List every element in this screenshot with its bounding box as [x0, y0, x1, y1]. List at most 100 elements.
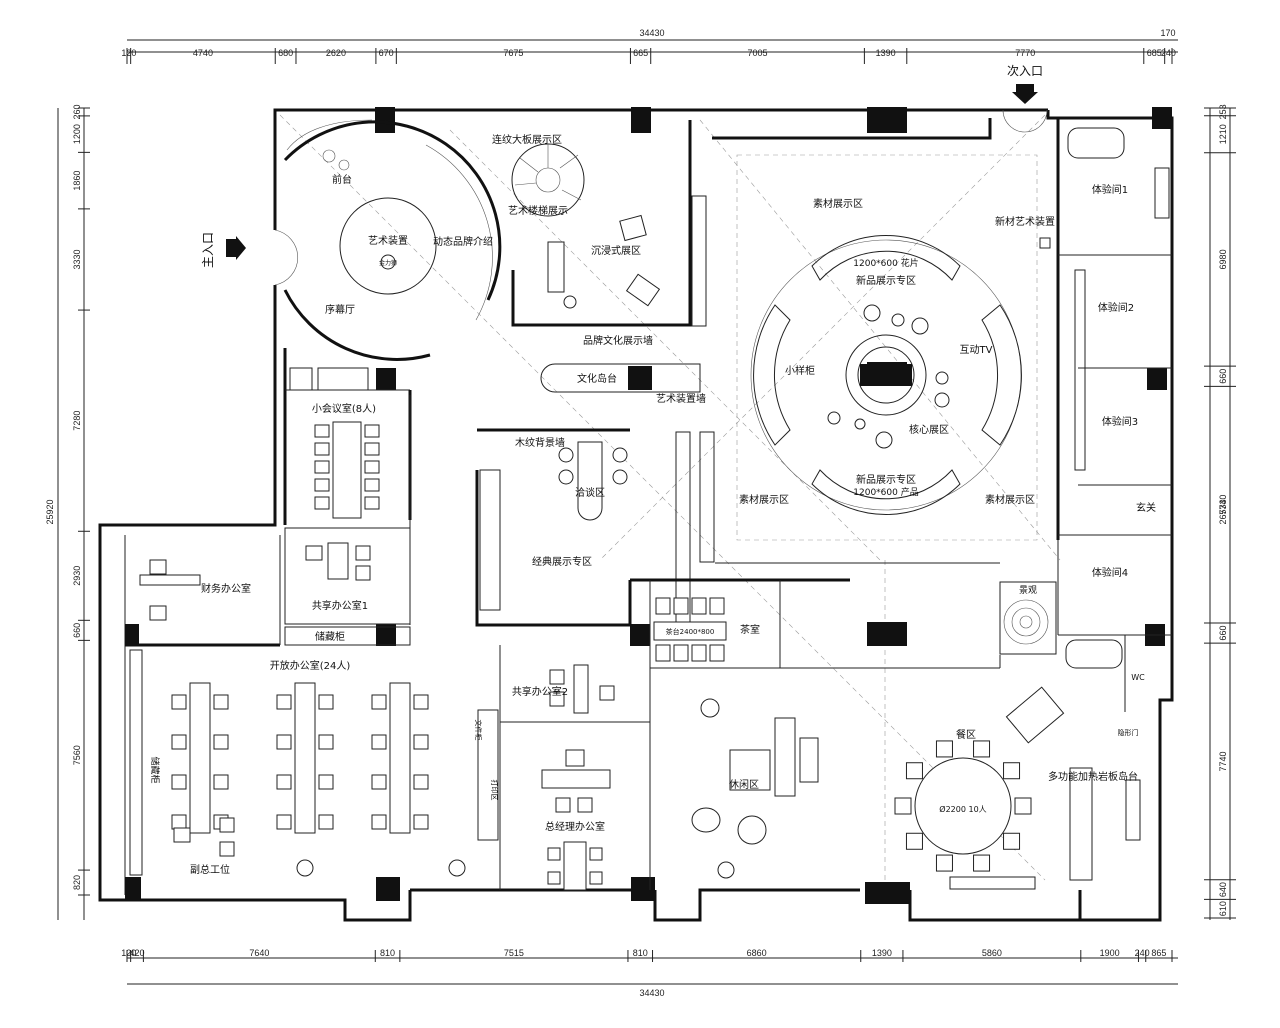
- chair: [276, 774, 292, 790]
- dim-seg: 7770: [1015, 48, 1035, 58]
- label-interactive-tv: 互动TV: [960, 344, 993, 356]
- label-tea-room: 茶室: [740, 623, 760, 636]
- dim-seg: 6860: [747, 948, 767, 958]
- chair: [1003, 762, 1021, 780]
- dim-seg: 2620: [326, 48, 346, 58]
- label-wood-wall: 木纹背景墙: [515, 436, 565, 449]
- desk-cluster: [389, 682, 411, 834]
- chair: [276, 734, 292, 750]
- chair: [318, 694, 334, 710]
- label-hidden-door: 隐形门: [1118, 728, 1139, 737]
- chair: [314, 424, 330, 438]
- dim-seg: 665: [633, 48, 648, 58]
- dim-seg: 120: [121, 48, 136, 58]
- dim-seg: 120: [121, 948, 136, 958]
- dim-seg: 660: [72, 623, 82, 638]
- label-cabinet-a: 文件柜: [474, 720, 483, 741]
- label-immersive: 沉浸式展区: [591, 244, 641, 257]
- tea-room: 茶台2400*800 茶室: [630, 578, 850, 669]
- chair: [371, 734, 387, 750]
- label-art-stair: 艺术楼梯展示: [508, 204, 568, 217]
- label-reception: 前台: [332, 173, 352, 186]
- label-new-top-size: 1200*600 花片: [853, 257, 918, 269]
- chair: [364, 478, 380, 492]
- chair: [276, 694, 292, 710]
- interior-walls: [409, 395, 1001, 669]
- chair: [213, 694, 229, 710]
- shared-office-2: 共享办公室2: [500, 664, 650, 723]
- dim-seg: 820: [72, 875, 82, 890]
- label-shared2: 共享办公室2: [512, 685, 568, 698]
- desk-cluster: [189, 682, 211, 834]
- chair: [318, 734, 334, 750]
- label-sample-cabinet: 小样柜: [785, 364, 815, 377]
- label-material-right: 素材展示区: [985, 493, 1035, 506]
- experience-rooms: 体验间1 体验间2 体验间3 玄关 体验间4 WC: [1056, 118, 1172, 712]
- chair: [973, 854, 991, 872]
- chair: [935, 854, 953, 872]
- chair: [213, 774, 229, 790]
- dim-seg: 7740: [1218, 495, 1228, 515]
- chair: [673, 644, 689, 662]
- dim-bottom-total: 34430: [639, 988, 664, 998]
- chair: [318, 774, 334, 790]
- columns: [125, 107, 1172, 904]
- chair: [935, 740, 953, 758]
- gm-office: 文件柜 打印区 总经理办公室: [474, 709, 611, 891]
- chair: [894, 797, 912, 815]
- main-entrance: 主入口: [201, 229, 299, 286]
- label-dining: 餐区: [956, 728, 976, 741]
- label-island: 多功能加热岩板岛台: [1048, 770, 1138, 783]
- desk-cluster: [294, 682, 316, 834]
- chair: [1014, 797, 1032, 815]
- main-entrance-label: 主入口: [201, 232, 215, 268]
- label-gm-office: 总经理办公室: [545, 820, 605, 833]
- negotiation-area: 木纹背景墙 洽谈区 经典展示专区: [475, 195, 715, 627]
- chair: [709, 597, 725, 615]
- label-landscape: 景观: [1019, 585, 1037, 596]
- core-display-area: 素材展示区 新材艺术装置 1200*600 花片 新品展示专区 小样柜 互动TV…: [712, 118, 1055, 541]
- dim-seg: 660: [1218, 369, 1228, 384]
- dim-seg: 253: [1218, 104, 1228, 119]
- label-material-left: 素材展示区: [739, 493, 789, 506]
- dim-seg: 810: [380, 948, 395, 958]
- chair: [905, 832, 923, 850]
- label-small-meeting: 小会议室(8人): [312, 402, 376, 415]
- prelude-hall: 前台 艺术装置 金力狮 动态品牌介绍 序幕厅: [283, 119, 502, 361]
- chair: [314, 496, 330, 510]
- dim-seg: 3330: [72, 249, 82, 269]
- dim-seg: 5860: [982, 948, 1002, 958]
- secondary-entrance: 次入口: [1002, 64, 1048, 133]
- veneer-stair-area: 连纹大板展示区 艺术楼梯展示 沉浸式展区: [492, 120, 692, 327]
- dim-seg: 7515: [504, 948, 524, 958]
- label-new-bottom: 新品展示专区: [856, 473, 916, 486]
- open-office: 储藏柜 开放办公室(24人) 副总工位: [129, 645, 501, 890]
- label-brand-wall: 品牌文化展示墙: [583, 334, 653, 347]
- chair: [371, 774, 387, 790]
- label-culture-island: 文化岛台: [577, 372, 617, 385]
- dining-area: Ø2200 10人 餐区 多功能加热岩板岛台 隐形门: [894, 686, 1141, 890]
- dim-top-extra: 170: [1160, 28, 1175, 38]
- dim-seg: 260: [72, 104, 82, 119]
- dim-seg: 1390: [872, 948, 892, 958]
- secondary-entrance-label: 次入口: [1007, 64, 1043, 78]
- chair: [673, 597, 689, 615]
- dim-seg: 7640: [249, 948, 269, 958]
- label-negotiation: 洽谈区: [575, 486, 605, 499]
- label-exp1: 体验间1: [1092, 183, 1128, 196]
- chair: [691, 597, 707, 615]
- label-new-art: 新材艺术装置: [995, 215, 1055, 228]
- label-core: 核心展区: [909, 423, 949, 436]
- label-veneer-display: 连纹大板展示区: [492, 133, 562, 146]
- chair: [371, 814, 387, 830]
- chair: [413, 734, 429, 750]
- label-leisure: 休闲区: [729, 778, 759, 791]
- dim-seg: 640: [1218, 882, 1228, 897]
- finance-office: 财务办公室: [125, 535, 281, 647]
- dim-seg: 680: [278, 48, 293, 58]
